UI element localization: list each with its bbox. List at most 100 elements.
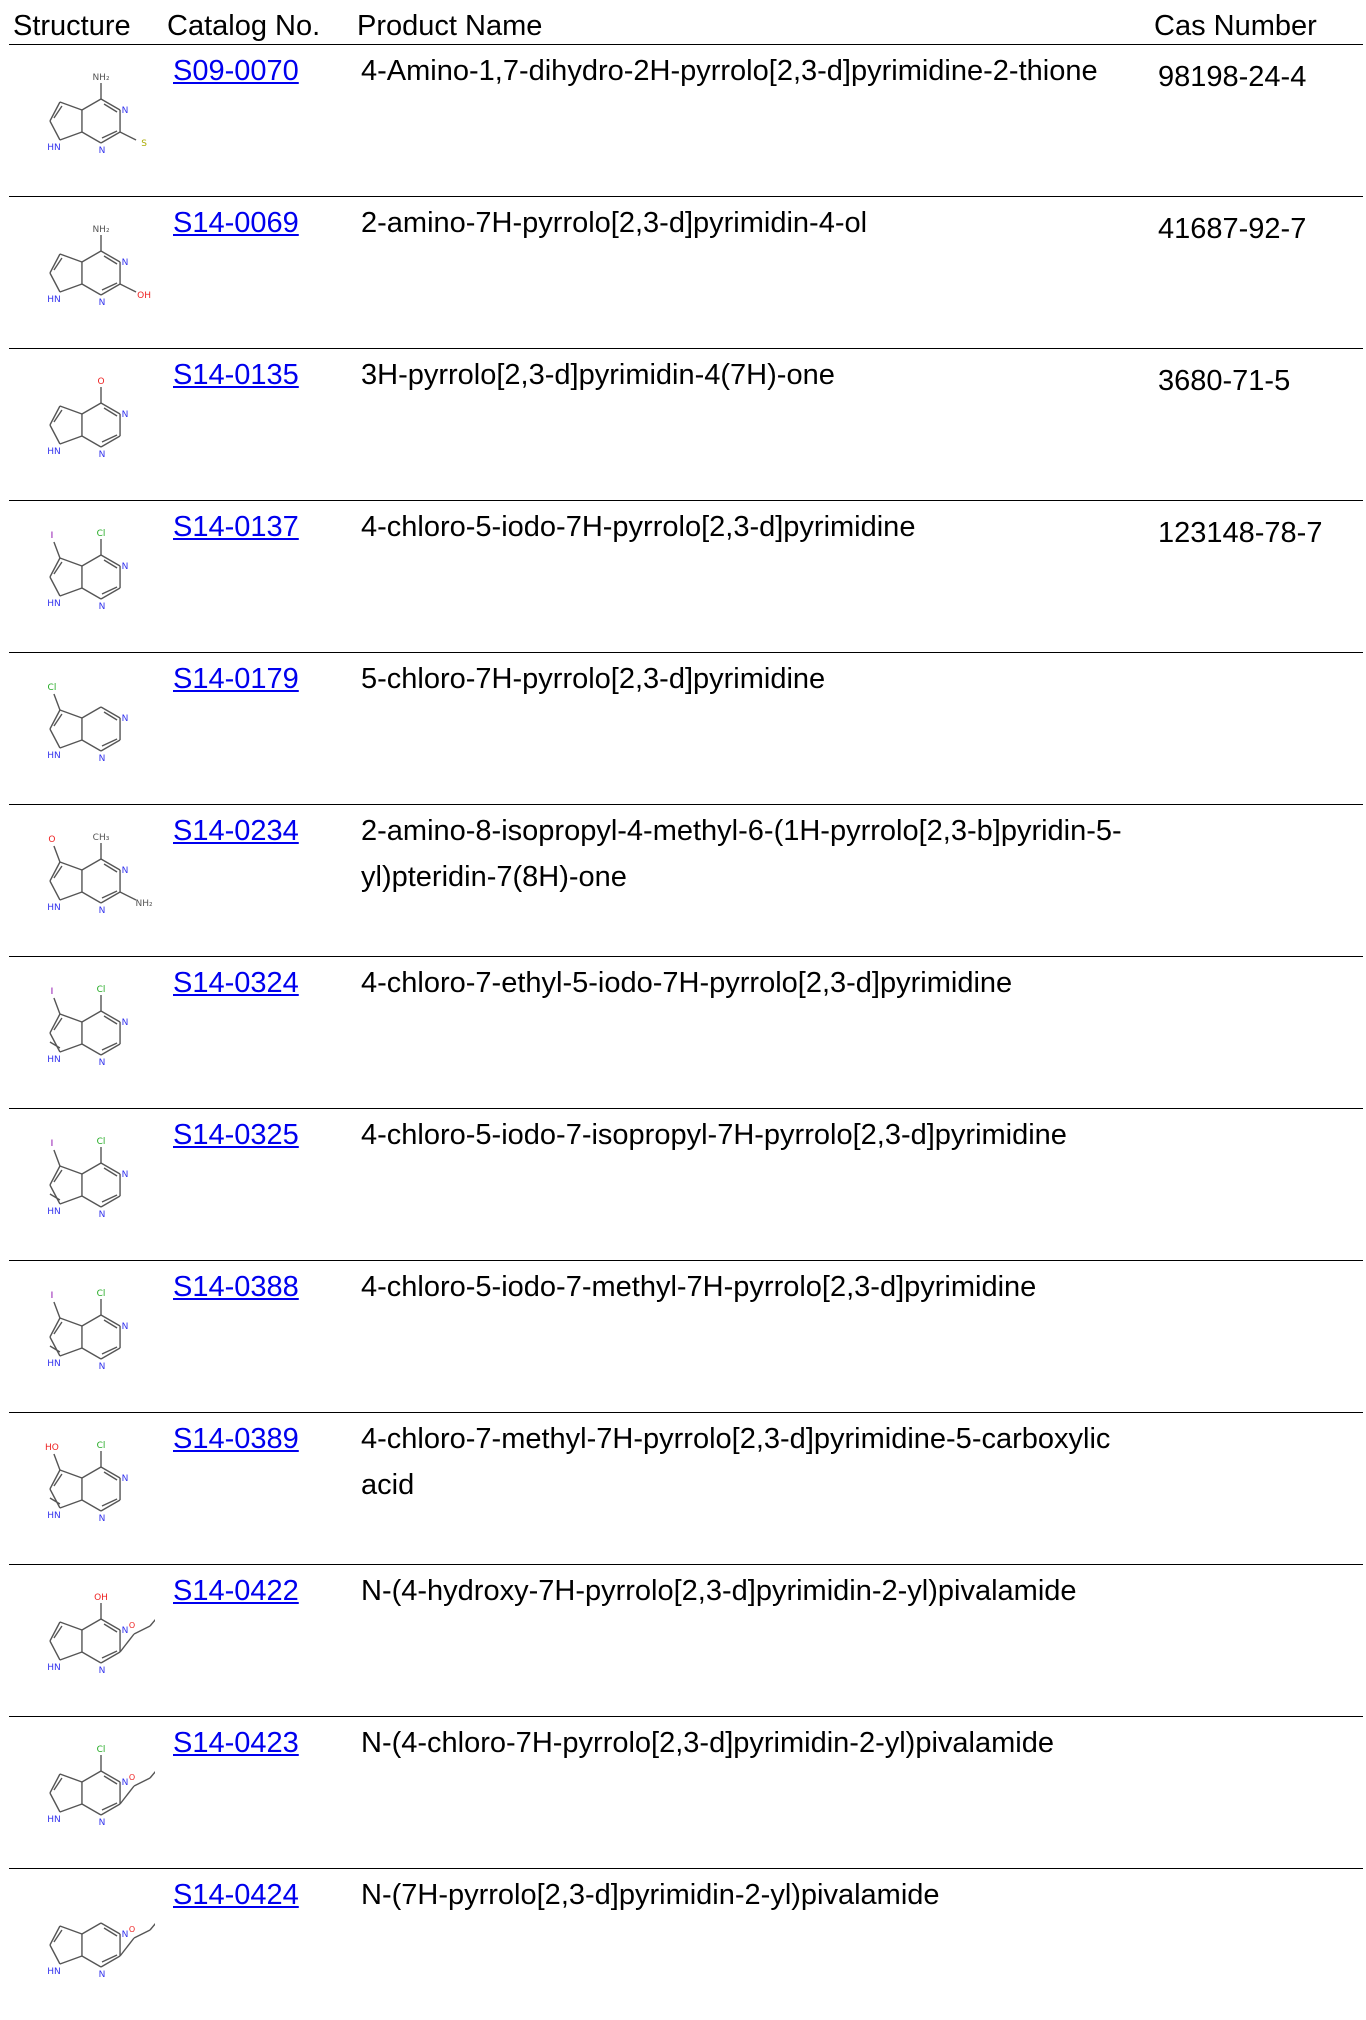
catalog-cell: S14-0423 bbox=[163, 1717, 353, 1869]
catalog-number-link[interactable]: S14-0423 bbox=[173, 1727, 299, 1760]
svg-text:O: O bbox=[129, 1621, 135, 1630]
catalog-cell: S14-0422 bbox=[163, 1565, 353, 1717]
cas-number bbox=[1150, 1565, 1363, 1581]
svg-text:N: N bbox=[122, 1474, 129, 1484]
product-name: 2-amino-8-isopropyl-4-methyl-6-(1H-pyrro… bbox=[353, 805, 1150, 900]
cas-number: 98198-24-4 bbox=[1150, 45, 1363, 94]
catalog-number-link[interactable]: S14-0069 bbox=[173, 207, 299, 240]
cas-number-cell bbox=[1150, 1109, 1363, 1261]
svg-text:N: N bbox=[122, 1170, 129, 1180]
catalog-cell: S14-0324 bbox=[163, 957, 353, 1109]
product-name-cell: N-(4-hydroxy-7H-pyrrolo[2,3-d]pyrimidin-… bbox=[353, 1565, 1150, 1717]
cas-number bbox=[1150, 1717, 1363, 1733]
product-name: 3H-pyrrolo[2,3-d]pyrimidin-4(7H)-one bbox=[353, 349, 1150, 398]
svg-text:I: I bbox=[51, 1291, 54, 1301]
svg-text:HN: HN bbox=[47, 599, 61, 609]
catalog-number-link[interactable]: S14-0234 bbox=[173, 815, 299, 848]
catalog-number-link[interactable]: S14-0388 bbox=[173, 1271, 299, 1304]
product-table: Structure Catalog No. Product Name Cas N… bbox=[9, 8, 1363, 2020]
svg-text:I: I bbox=[51, 1139, 54, 1149]
cas-number: 41687-92-7 bbox=[1150, 197, 1363, 246]
cas-number bbox=[1150, 1869, 1363, 1885]
product-name: 5-chloro-7H-pyrrolo[2,3-d]pyrimidine bbox=[353, 653, 1150, 702]
svg-text:N: N bbox=[122, 866, 129, 876]
product-name: N-(4-hydroxy-7H-pyrrolo[2,3-d]pyrimidin-… bbox=[353, 1565, 1150, 1614]
svg-text:OH: OH bbox=[94, 1593, 108, 1603]
product-name-cell: 4-Amino-1,7-dihydro-2H-pyrrolo[2,3-d]pyr… bbox=[353, 45, 1150, 197]
cas-number-cell bbox=[1150, 1261, 1363, 1413]
svg-text:O: O bbox=[97, 377, 104, 387]
svg-text:NH₂: NH₂ bbox=[92, 73, 110, 83]
svg-text:N: N bbox=[99, 450, 106, 460]
svg-text:HN: HN bbox=[47, 1055, 61, 1065]
catalog-cell: S14-0424 bbox=[163, 1869, 353, 2020]
catalog-number-link[interactable]: S14-0422 bbox=[173, 1575, 299, 1608]
catalog-cell: S14-0179 bbox=[163, 653, 353, 805]
svg-text:HN: HN bbox=[47, 447, 61, 457]
svg-text:HN: HN bbox=[47, 143, 61, 153]
product-name: N-(4-chloro-7H-pyrrolo[2,3-d]pyrimidin-2… bbox=[353, 1717, 1150, 1766]
svg-text:HN: HN bbox=[47, 1663, 61, 1673]
cas-number-cell: 3680-71-5 bbox=[1150, 349, 1363, 501]
svg-text:N: N bbox=[122, 562, 129, 572]
catalog-number-link[interactable]: S09-0070 bbox=[173, 55, 299, 88]
svg-text:N: N bbox=[99, 1970, 106, 1980]
cas-number: 123148-78-7 bbox=[1150, 501, 1363, 550]
svg-text:O: O bbox=[129, 1773, 135, 1782]
catalog-number-link[interactable]: S14-0424 bbox=[173, 1879, 299, 1912]
product-name: 4-chloro-5-iodo-7-methyl-7H-pyrrolo[2,3-… bbox=[353, 1261, 1150, 1310]
catalog-number-link[interactable]: S14-0137 bbox=[173, 511, 299, 544]
catalog-cell: S14-0135 bbox=[163, 349, 353, 501]
svg-text:N: N bbox=[99, 1514, 106, 1524]
product-name-cell: 4-chloro-5-iodo-7H-pyrrolo[2,3-d]pyrimid… bbox=[353, 501, 1150, 653]
svg-text:Cl: Cl bbox=[97, 1137, 106, 1147]
product-name-cell: 2-amino-8-isopropyl-4-methyl-6-(1H-pyrro… bbox=[353, 805, 1150, 957]
catalog-number-link[interactable]: S14-0179 bbox=[173, 663, 299, 696]
catalog-number-link[interactable]: S14-0325 bbox=[173, 1119, 299, 1152]
catalog-cell: S14-0137 bbox=[163, 501, 353, 653]
product-name-cell: 4-chloro-7-methyl-7H-pyrrolo[2,3-d]pyrim… bbox=[353, 1413, 1150, 1565]
catalog-number-link[interactable]: S14-0389 bbox=[173, 1423, 299, 1456]
catalog-number-link[interactable]: S14-0324 bbox=[173, 967, 299, 1000]
svg-text:HN: HN bbox=[47, 1511, 61, 1521]
catalog-number-link[interactable]: S14-0135 bbox=[173, 359, 299, 392]
product-name: N-(7H-pyrrolo[2,3-d]pyrimidin-2-yl)pival… bbox=[353, 1869, 1150, 1918]
cas-number bbox=[1150, 805, 1363, 821]
catalog-cell: S14-0234 bbox=[163, 805, 353, 957]
svg-text:N: N bbox=[122, 714, 129, 724]
svg-text:OH: OH bbox=[137, 291, 151, 301]
svg-text:N: N bbox=[99, 754, 106, 764]
svg-text:N: N bbox=[99, 1666, 106, 1676]
product-name-cell: 4-chloro-5-iodo-7-isopropyl-7H-pyrrolo[2… bbox=[353, 1109, 1150, 1261]
svg-text:N: N bbox=[122, 1930, 129, 1940]
product-name-cell: 4-chloro-5-iodo-7-methyl-7H-pyrrolo[2,3-… bbox=[353, 1261, 1150, 1413]
svg-text:N: N bbox=[99, 602, 106, 612]
catalog-cell: S09-0070 bbox=[163, 45, 353, 197]
product-name: 4-chloro-7-ethyl-5-iodo-7H-pyrrolo[2,3-d… bbox=[353, 957, 1150, 1006]
svg-text:NH₂: NH₂ bbox=[135, 899, 153, 909]
svg-text:N: N bbox=[122, 1018, 129, 1028]
